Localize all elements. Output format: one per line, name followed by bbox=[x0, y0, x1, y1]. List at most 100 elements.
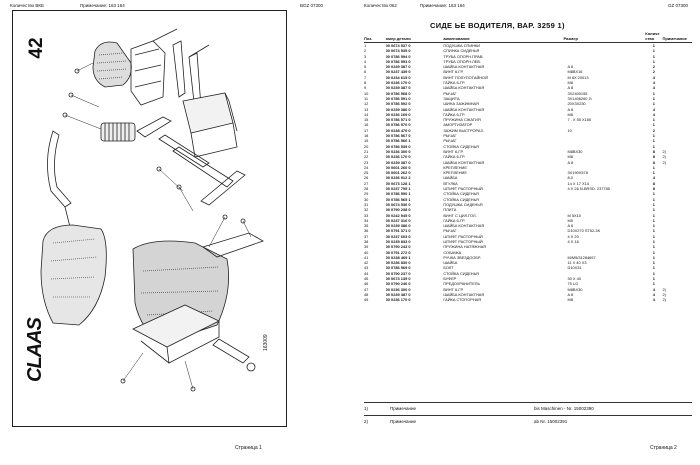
cell-pos: 34 bbox=[364, 217, 369, 223]
cell-num: 00 0786 594 0 bbox=[385, 53, 411, 59]
cell-qty: 8 bbox=[652, 154, 655, 160]
cell-num: 00 0237 603 0 bbox=[385, 233, 411, 239]
cell-rem: 2) bbox=[662, 159, 666, 165]
cell-name: ГАЙКА 6-ГР. bbox=[443, 154, 465, 160]
cell-size: M8 bbox=[567, 80, 573, 86]
cell-qty: 1 bbox=[652, 265, 655, 271]
cell-qty: 4 bbox=[652, 175, 655, 181]
cell-size: 7 . X 55 X165 bbox=[567, 117, 592, 123]
mounting-arm bbox=[47, 130, 78, 232]
cell-num: 00 0239 387 0 bbox=[385, 85, 411, 91]
cell-pos: 46 bbox=[364, 281, 369, 287]
cell-num: 00 0237 795 1 bbox=[385, 186, 411, 192]
cell-name: РУЧКА ЗВЕЗДООБР. bbox=[443, 254, 481, 260]
cell-num: 00 0790 237 0 bbox=[385, 270, 411, 276]
cell-qty: 1 bbox=[652, 117, 655, 123]
cell-size: M5 bbox=[567, 217, 573, 223]
cell-pos: 24 bbox=[364, 164, 369, 170]
header-code: GZ 07300 bbox=[668, 3, 689, 8]
cell-pos: 4 bbox=[364, 58, 367, 64]
cell-size: 14 X 17 X14 bbox=[567, 180, 589, 186]
seat-plate bbox=[202, 232, 264, 258]
cell-pos: 28 bbox=[364, 186, 369, 192]
cell-num: 00 0236 170 0 bbox=[385, 297, 411, 303]
cell-size: A 8 bbox=[567, 64, 574, 70]
cell-pos: 14 bbox=[364, 111, 369, 117]
cell-name: ШАЙБА КОНТАКТНАЯ bbox=[443, 159, 485, 165]
cell-num: 00 0601 260 0 bbox=[385, 164, 411, 170]
cell-pos: 12 bbox=[364, 101, 369, 107]
cell-size: 30 X 40 bbox=[567, 276, 581, 282]
page-title: СИДЕ ЬЕ ВОДИТЕЛЯ, ВАР. 3259 1) bbox=[430, 21, 565, 30]
cell-qty: 4 bbox=[652, 106, 655, 112]
cell-name: ВИНТ С ЦИЛ.ГОЛ. bbox=[443, 212, 477, 218]
cell-name: СТОЙКА СИДЕНЬЯ bbox=[443, 196, 479, 202]
cell-name: ШАЙБА КОНТАКТНАЯ bbox=[443, 106, 485, 112]
cell-pos: 47 bbox=[364, 286, 369, 292]
cell-qty: 1 bbox=[652, 217, 655, 223]
cell-name: ГАЙКА 6-ГР. bbox=[443, 217, 465, 223]
cell-qty: 2 bbox=[652, 64, 655, 70]
cell-num: 00 0786 565 1 bbox=[385, 196, 411, 202]
cell-pos: 6 bbox=[364, 69, 367, 75]
cell-name: ВТУЛКА bbox=[443, 180, 458, 186]
cell-num: 00 0674 537 0 bbox=[385, 43, 411, 48]
cell-qty: 1 bbox=[652, 201, 655, 207]
note-text: bis Maschinen - Nr. 15002390 bbox=[534, 406, 594, 411]
table-row: 30 00 0786 565 1 СТОЙКА СИДЕНЬЯ 1 bbox=[364, 197, 692, 202]
cell-pos: 43 bbox=[364, 265, 369, 271]
cell-pos: 25 bbox=[364, 170, 369, 176]
cell-pos: 35 bbox=[364, 223, 369, 229]
fasteners bbox=[62, 68, 246, 392]
cell-name: ШАЙБА КОНТАКТНАЯ bbox=[443, 223, 485, 229]
cell-num: 00 0786 568 0 bbox=[385, 90, 411, 96]
cell-qty: 1 bbox=[652, 138, 655, 144]
cell-qty: 4 bbox=[652, 111, 655, 117]
cell-num: 00 0242 945 0 bbox=[385, 212, 411, 218]
cell-qty: 1 bbox=[652, 260, 655, 266]
cell-pos: 10 bbox=[364, 90, 369, 96]
cell-pos: 18 bbox=[364, 133, 369, 139]
cell-pos: 2 bbox=[364, 48, 367, 54]
cell-pos: 1 bbox=[364, 43, 367, 48]
cell-qty: 8 bbox=[652, 159, 655, 165]
cell-qty: 2 bbox=[652, 69, 655, 75]
header-quantity: Количество ВКЕ bbox=[10, 3, 45, 8]
cell-num: 00 0239 386 0 bbox=[385, 106, 411, 112]
cell-num: 00 0786 539 0 bbox=[385, 143, 411, 149]
cell-qty: 1 bbox=[652, 254, 655, 260]
cell-num: 00 0601 262 0 bbox=[385, 170, 411, 176]
cell-qty: 1 bbox=[652, 244, 655, 250]
column-header: аименование bbox=[443, 32, 564, 43]
cell-qty: 1 bbox=[652, 196, 655, 202]
header-note: Примечание: 163 164 bbox=[420, 3, 465, 8]
cell-name: БУФЕР bbox=[443, 276, 457, 282]
cell-name: ШТИФТ РАСТОРНЫЙ bbox=[443, 233, 483, 239]
cell-rem: 2) bbox=[662, 291, 666, 297]
cell-qty: 8 bbox=[652, 186, 655, 192]
cell-qty: 1 bbox=[652, 143, 655, 149]
cell-size: 4 X 20 bbox=[567, 233, 579, 239]
cell-num: 00 0239 386 0 bbox=[385, 223, 411, 229]
cell-name: ШТИФТ РАСТОРНЫЙ bbox=[443, 186, 483, 192]
cell-name: РЫЧАГ bbox=[443, 133, 457, 139]
leader-lines bbox=[64, 62, 252, 390]
cell-pos: 30 bbox=[364, 196, 369, 202]
cell-qty: 4 bbox=[652, 297, 655, 303]
